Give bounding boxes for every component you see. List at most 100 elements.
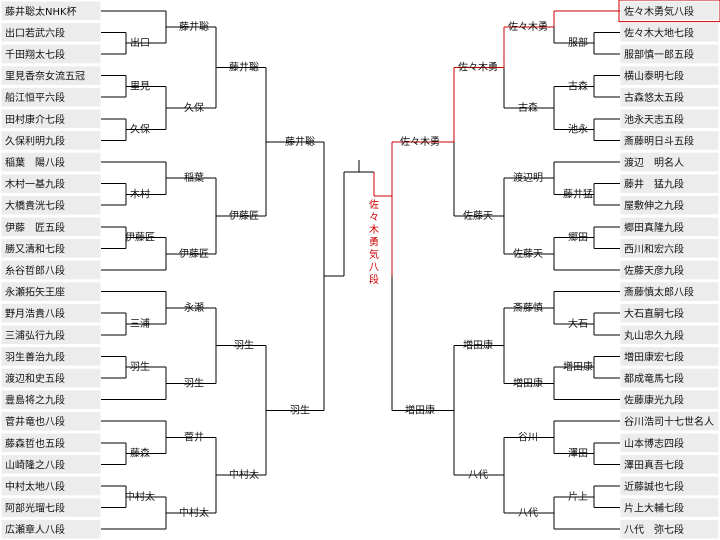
round2-winner: 斎藤慎 (513, 301, 543, 314)
player-name: 大石直嗣七段 (624, 307, 684, 320)
round1-winner: 羽生 (130, 360, 150, 373)
player-name: 野月浩貴八段 (5, 307, 65, 320)
player-name: 三浦弘行九段 (5, 329, 65, 342)
round2-winner: 佐藤天 (513, 248, 543, 260)
player-name: 佐藤康光九段 (624, 394, 684, 407)
round2-winner: 藤井聡 (179, 20, 209, 33)
round1-winner: 出口 (130, 36, 150, 49)
round3-winner: 佐藤天 (463, 210, 493, 222)
player-name: 久保利明九段 (5, 134, 65, 147)
round1-winner: 木村 (130, 187, 150, 200)
player-name: 勝又清和七段 (5, 242, 65, 255)
round1-winner: 澤田 (568, 448, 588, 460)
player-name: 服部慎一郎五段 (624, 48, 694, 61)
player-name: 木村一基九段 (5, 178, 65, 191)
round4-winner: 佐々木勇 (400, 136, 440, 148)
round2-winner: 伊藤匠 (179, 248, 209, 260)
player-name: 山本博志四段 (624, 437, 684, 450)
player-name: 渡辺和史五段 (5, 372, 65, 385)
player-name: 渡辺 明名人 (624, 156, 684, 169)
round1-winner: 藤井猛 (563, 187, 593, 200)
round1-winner: 郷田 (568, 232, 588, 244)
player-name: 郷田真隆九段 (624, 221, 684, 234)
player-name: 豊島将之九段 (5, 394, 65, 407)
round2-winner: 稲葉 (184, 171, 204, 184)
round1-winner: 藤森 (130, 447, 150, 460)
round2-winner: 久保 (184, 101, 204, 114)
round3-winner: 八代 (468, 469, 488, 481)
round1-winner: 片上 (568, 490, 588, 503)
round1-winner: 里見 (130, 80, 150, 92)
round2-winner: 中村太 (179, 506, 209, 519)
player-name: 菅井竜也八段 (5, 415, 65, 428)
player-name: 糸谷哲郎八段 (5, 264, 65, 277)
round3-winner: 羽生 (234, 339, 254, 352)
player-name: 古森悠太五段 (624, 91, 684, 104)
round3-winner: 藤井聡 (229, 61, 259, 74)
round2-winner: 羽生 (184, 376, 204, 389)
player-name: 片上大輔七段 (624, 502, 684, 515)
round1-winner: 古森 (568, 79, 588, 92)
champion-label: 佐々木勇気八段 (369, 199, 379, 286)
champion-box-outline (618, 0, 720, 23)
round2-winner: 菅井 (184, 430, 204, 443)
player-name: 八代 弥七段 (624, 523, 684, 536)
round3-winner: 増田康 (463, 339, 493, 352)
player-name: 横山泰明七段 (624, 70, 684, 83)
player-name: 稲葉 陽八段 (5, 156, 65, 169)
player-name: 中村太地八段 (5, 480, 65, 493)
round1-winner: 中村太 (125, 490, 155, 503)
round1-winner: 久保 (130, 123, 150, 136)
player-name: 出口若武六段 (5, 26, 65, 39)
player-name: 谷川浩司十七世名人 (624, 415, 714, 428)
player-name: 阿部光瑠七段 (5, 502, 65, 515)
player-name: 澤田真吾七段 (624, 458, 684, 471)
round3-winner: 中村太 (229, 468, 259, 481)
player-name: 羽生善治九段 (5, 350, 65, 363)
player-name: 伊藤 匠五段 (5, 221, 65, 234)
round2-winner: 渡辺明 (513, 171, 543, 184)
champion-name: 佐々木勇気八段 (369, 199, 379, 286)
round3-winner: 伊藤匠 (229, 210, 259, 222)
round1-winner: 服部 (568, 36, 588, 49)
round2-winner: 古森 (518, 101, 538, 114)
round4-winner: 増田康 (405, 403, 435, 416)
player-name: 山崎隆之八段 (5, 458, 65, 471)
round1-winner: 池永 (568, 123, 588, 136)
player-name: 永瀬拓矢王座 (5, 286, 65, 299)
player-name: 千田翔太七段 (5, 48, 65, 61)
player-name: 里見香奈女流五冠 (5, 70, 85, 83)
round2-winner: 永瀬 (184, 301, 204, 314)
player-name: 屋敷伸之九段 (624, 199, 684, 212)
player-name: 広瀬章人八段 (5, 523, 65, 536)
player-name: 田村康介七段 (5, 113, 65, 126)
player-name: 佐々木勇気八段 (624, 5, 694, 18)
player-name: 藤森哲也五段 (5, 437, 65, 450)
player-name: 佐藤天彦九段 (624, 264, 684, 277)
round4-winner: 羽生 (290, 403, 310, 416)
player-name: 斎藤慎太郎八段 (624, 286, 694, 299)
player-name: 藤井 猛九段 (624, 178, 684, 191)
player-name: 増田康宏七段 (624, 350, 684, 363)
player-name: 佐々木大地七段 (624, 26, 694, 39)
round1-winner: 増田康 (563, 360, 593, 373)
player-name: 近藤誠也七段 (624, 480, 684, 493)
round1-winner: 三浦 (130, 317, 150, 330)
round4-winner: 藤井聡 (285, 135, 315, 148)
round1-winner: 大石 (568, 317, 588, 330)
player-name: 藤井聡太NHK杯 (5, 5, 77, 18)
round2-winner: 谷川 (518, 431, 538, 443)
round1-winner: 伊藤匠 (125, 232, 155, 244)
round2-winner: 佐々木勇 (508, 21, 548, 33)
round3-winner: 佐々木勇 (458, 62, 498, 74)
player-name: 大橋貴洸七段 (5, 199, 65, 212)
player-name: 船江恒平六段 (5, 91, 65, 104)
player-name: 池永天志五段 (624, 113, 684, 126)
player-name: 都成竜馬七段 (624, 372, 684, 385)
player-name: 斎藤明日斗五段 (624, 134, 694, 147)
player-name: 丸山忠久九段 (624, 329, 684, 342)
player-name: 西川和宏六段 (624, 242, 684, 255)
round2-winner: 増田康 (513, 376, 543, 389)
round2-winner: 八代 (518, 507, 538, 519)
